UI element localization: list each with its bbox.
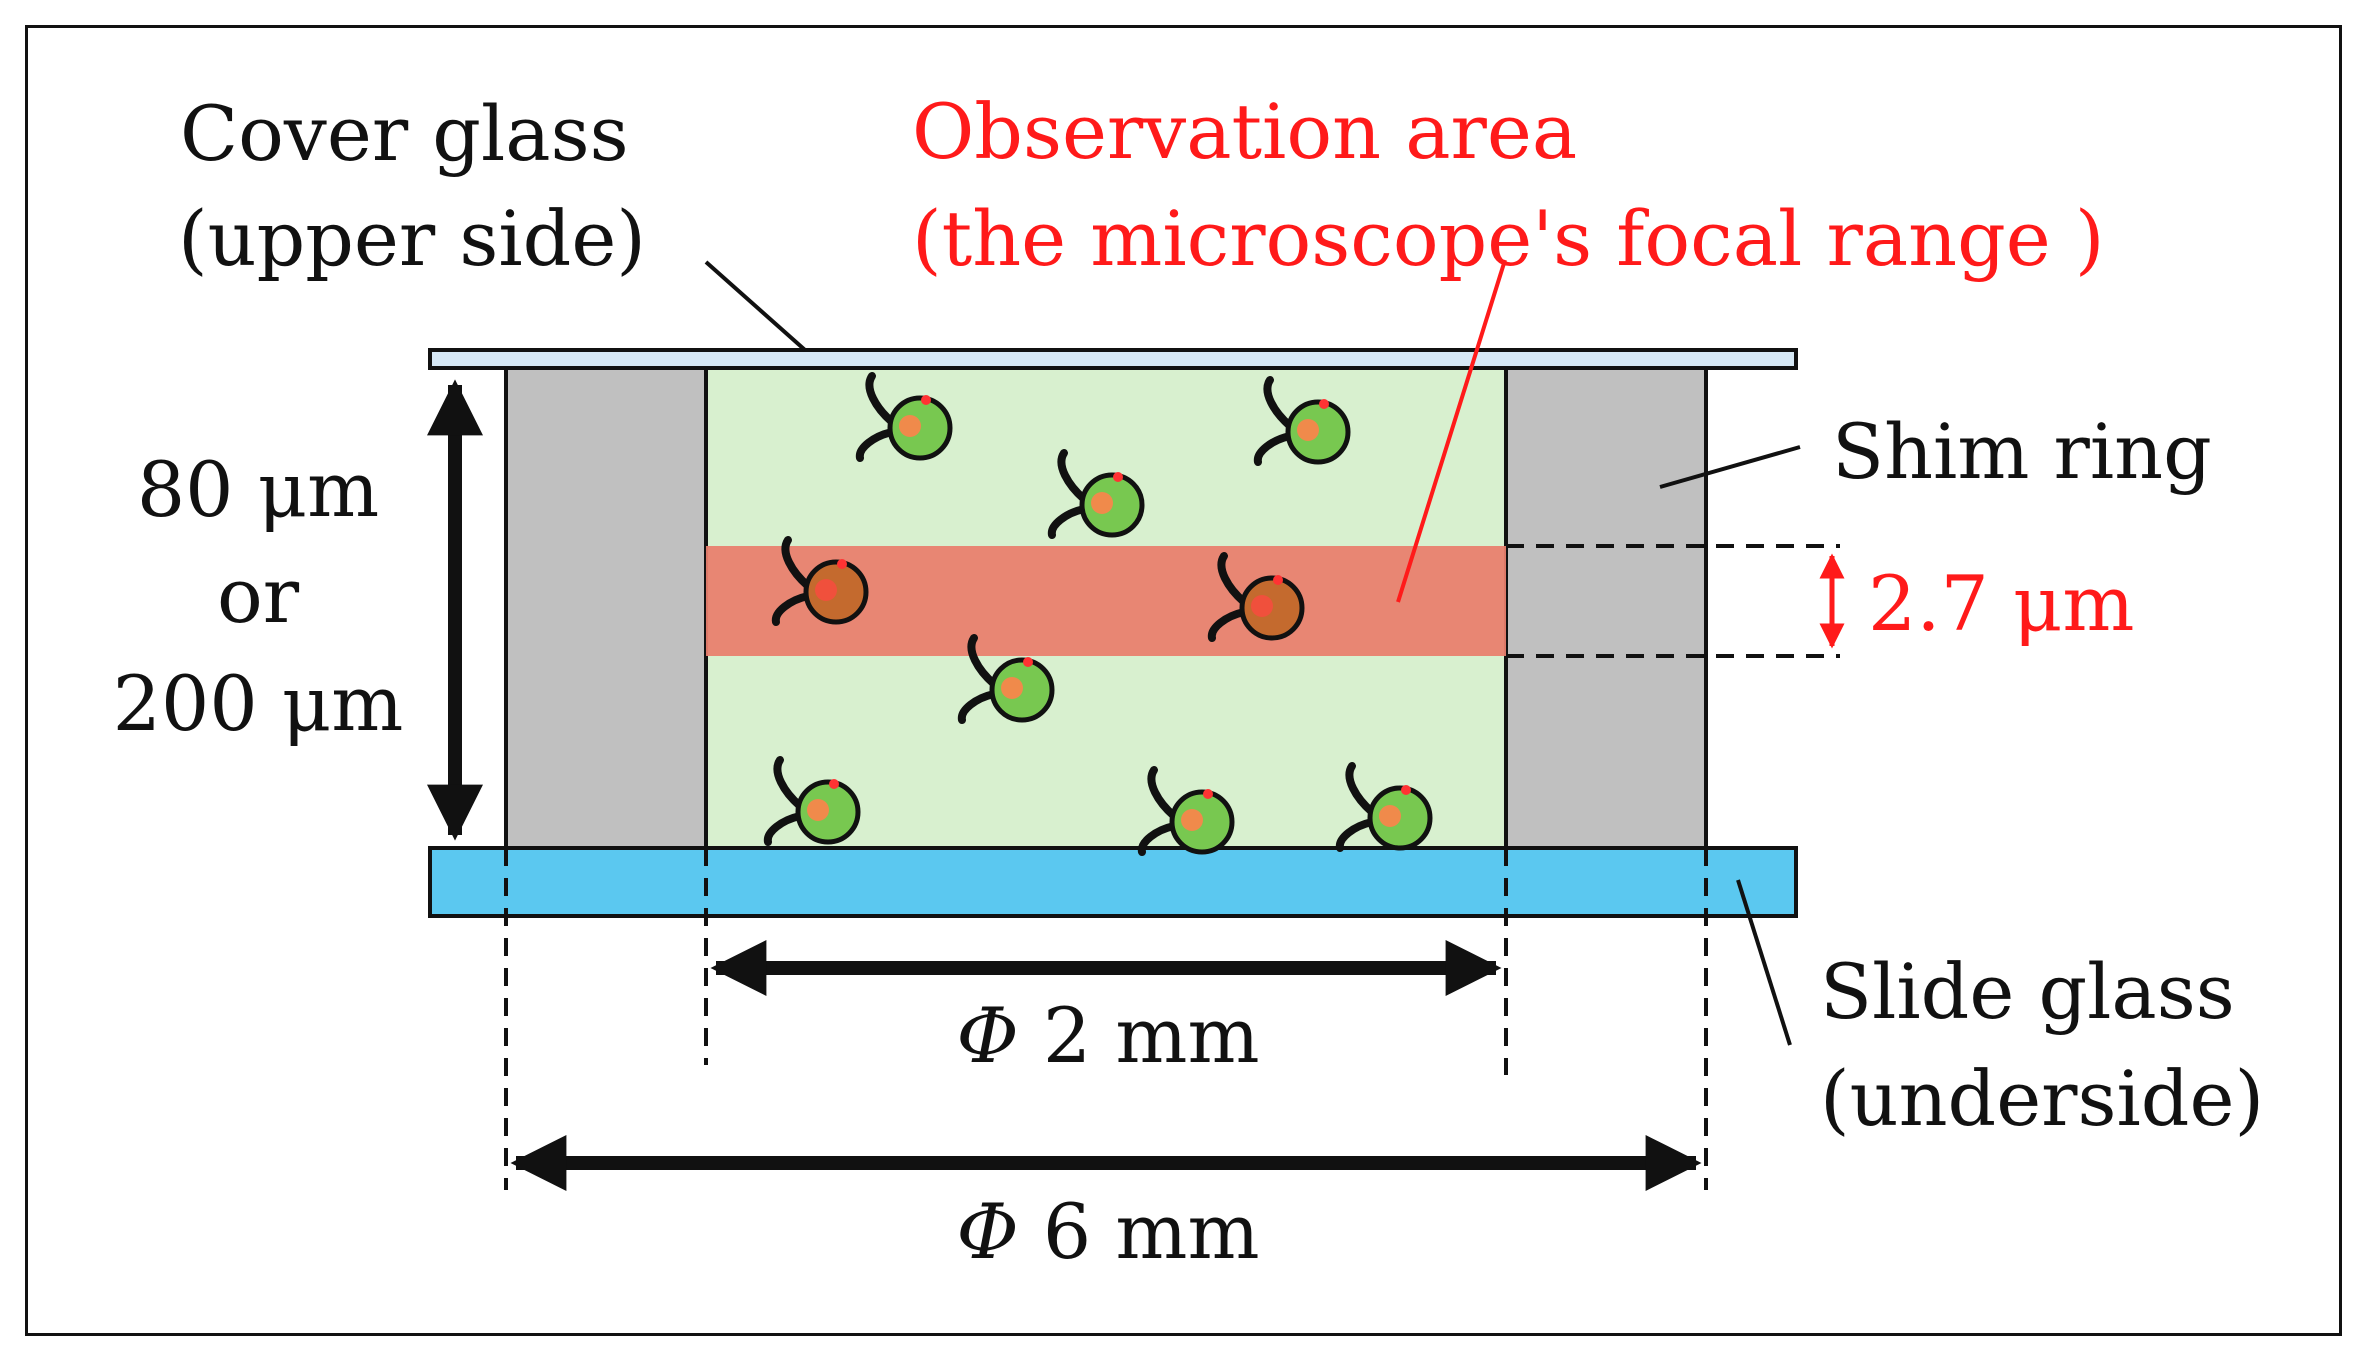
cell bbox=[771, 536, 869, 626]
height-label-line1: 80 μm bbox=[137, 445, 379, 534]
cover-glass-label-line2: (upper side) bbox=[178, 194, 646, 283]
cover-glass-label-line1: Cover glass bbox=[180, 89, 629, 178]
focal-thickness-label: 2.7 μm bbox=[1868, 559, 2134, 648]
outer-phi-symbol: Φ bbox=[956, 1187, 1018, 1276]
shim-ring-left bbox=[504, 366, 708, 850]
cover-glass bbox=[428, 348, 1798, 370]
slide-glass-label-line1: Slide glass bbox=[1820, 947, 2235, 1036]
cell bbox=[957, 634, 1055, 724]
cell bbox=[1047, 449, 1145, 539]
slide-glass bbox=[428, 846, 1798, 918]
cell bbox=[1335, 762, 1433, 852]
observation-label-line2: (the microscope's focal range ) bbox=[912, 194, 2105, 283]
height-label-line3: 200 μm bbox=[113, 659, 404, 748]
cell bbox=[1137, 766, 1235, 856]
cell bbox=[1207, 552, 1305, 642]
shim-ring-right bbox=[1504, 366, 1708, 850]
cells bbox=[763, 372, 1433, 856]
outer-diameter-label: Φ 6 mm bbox=[956, 1187, 1259, 1276]
inner-diameter-value: 2 mm bbox=[1019, 991, 1260, 1080]
inner-diameter-label: Φ 2 mm bbox=[956, 991, 1259, 1080]
cell bbox=[1253, 376, 1351, 466]
cell bbox=[763, 756, 861, 846]
shim-ring-leader bbox=[1659, 445, 1801, 489]
height-label-line2: or bbox=[217, 551, 300, 640]
observation-label-line1: Observation area bbox=[912, 87, 1577, 176]
cover-glass-leader bbox=[704, 260, 807, 352]
slide-glass-leader bbox=[1736, 879, 1792, 1046]
observation-leader bbox=[1396, 259, 1507, 603]
shim-ring-label: Shim ring bbox=[1832, 407, 2212, 496]
inner-phi-symbol: Φ bbox=[956, 991, 1018, 1080]
figure-frame bbox=[25, 25, 2342, 1336]
cell bbox=[855, 372, 953, 462]
outer-diameter-value: 6 mm bbox=[1019, 1187, 1260, 1276]
slide-glass-label-line2: (underside) bbox=[1820, 1054, 2264, 1143]
